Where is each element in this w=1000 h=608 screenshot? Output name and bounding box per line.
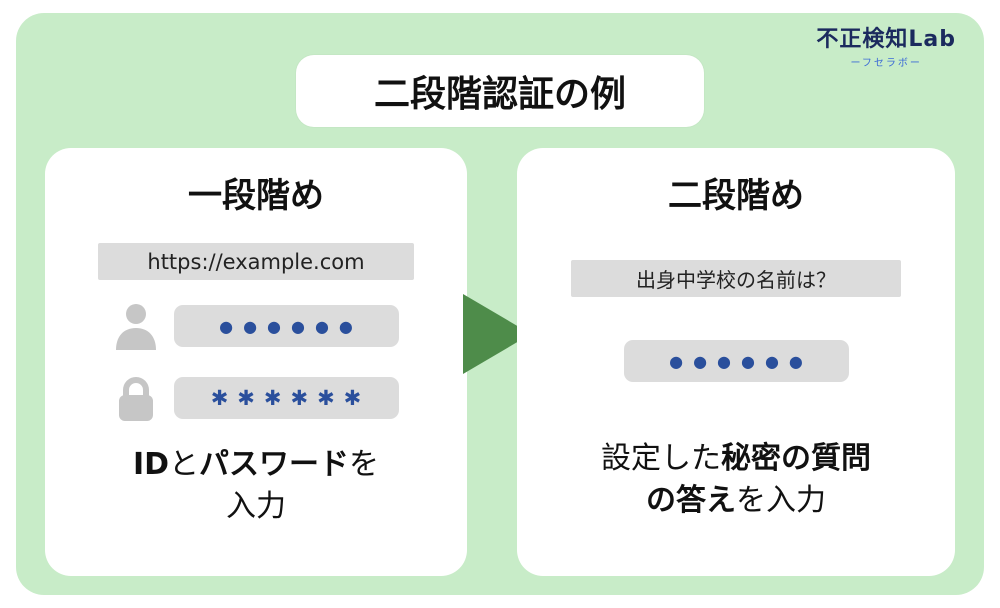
title-pill: 二段階認証の例 xyxy=(295,55,705,127)
caption-bold-secret-question: 秘密の質問 xyxy=(721,441,871,476)
card-step1-caption: IDとパスワードを 入力 xyxy=(45,444,467,528)
password-field-row: ✱✱✱✱✱✱ xyxy=(45,374,467,422)
brand-logo-main: 不正検知Lab xyxy=(816,27,956,52)
user-icon xyxy=(115,304,156,350)
url-bar: https://example.com xyxy=(98,243,414,280)
caption-text: を入力 xyxy=(736,483,826,518)
cards-area: 一段階め https://example.com ●●●●●● ✱✱✱✱✱✱ xyxy=(45,148,955,576)
caption-line-2: 入力 xyxy=(226,489,286,524)
brand-logo: 不正検知Lab ーフセラボー xyxy=(816,27,956,70)
card-step1: 一段階め https://example.com ●●●●●● ✱✱✱✱✱✱ xyxy=(45,148,467,576)
card-step1-title: 一段階め xyxy=(188,176,324,216)
caption-bold-answer: の答え xyxy=(646,483,736,518)
answer-field-row: ●●●●●● xyxy=(517,340,955,382)
lock-icon xyxy=(118,377,153,421)
caption-line-1: IDとパスワードを xyxy=(45,444,467,486)
page-title: 二段階認証の例 xyxy=(373,74,627,115)
caption-bold-id: ID xyxy=(132,447,170,482)
password-masked-value: ✱✱✱✱✱✱ xyxy=(210,386,371,410)
id-input-depiction: ●●●●●● xyxy=(173,305,399,347)
id-masked-value: ●●●●●● xyxy=(219,316,363,336)
card-step2-caption: 設定した秘密の質問 の答えを入力 xyxy=(517,438,955,522)
caption-text: を xyxy=(349,447,380,482)
caption-bold-password: パスワード xyxy=(199,447,350,482)
caption-text: と xyxy=(169,447,200,482)
caption-line-1: 設定した秘密の質問 xyxy=(517,438,955,480)
secret-question-bar: 出身中学校の名前は？ xyxy=(571,260,901,297)
card-step2: 二段階め 出身中学校の名前は？ ●●●●●● 設定した秘密の質問 の答えを入力 xyxy=(517,148,955,576)
brand-logo-sub: ーフセラボー xyxy=(850,58,922,70)
password-input-depiction: ✱✱✱✱✱✱ xyxy=(173,377,399,419)
card-step2-title: 二段階め xyxy=(668,176,804,216)
id-field-row: ●●●●●● xyxy=(45,302,467,350)
answer-input-depiction: ●●●●●● xyxy=(623,340,849,382)
answer-masked-value: ●●●●●● xyxy=(669,351,813,371)
caption-text: 設定した xyxy=(601,441,721,476)
caption-line-2: の答えを入力 xyxy=(517,480,955,522)
